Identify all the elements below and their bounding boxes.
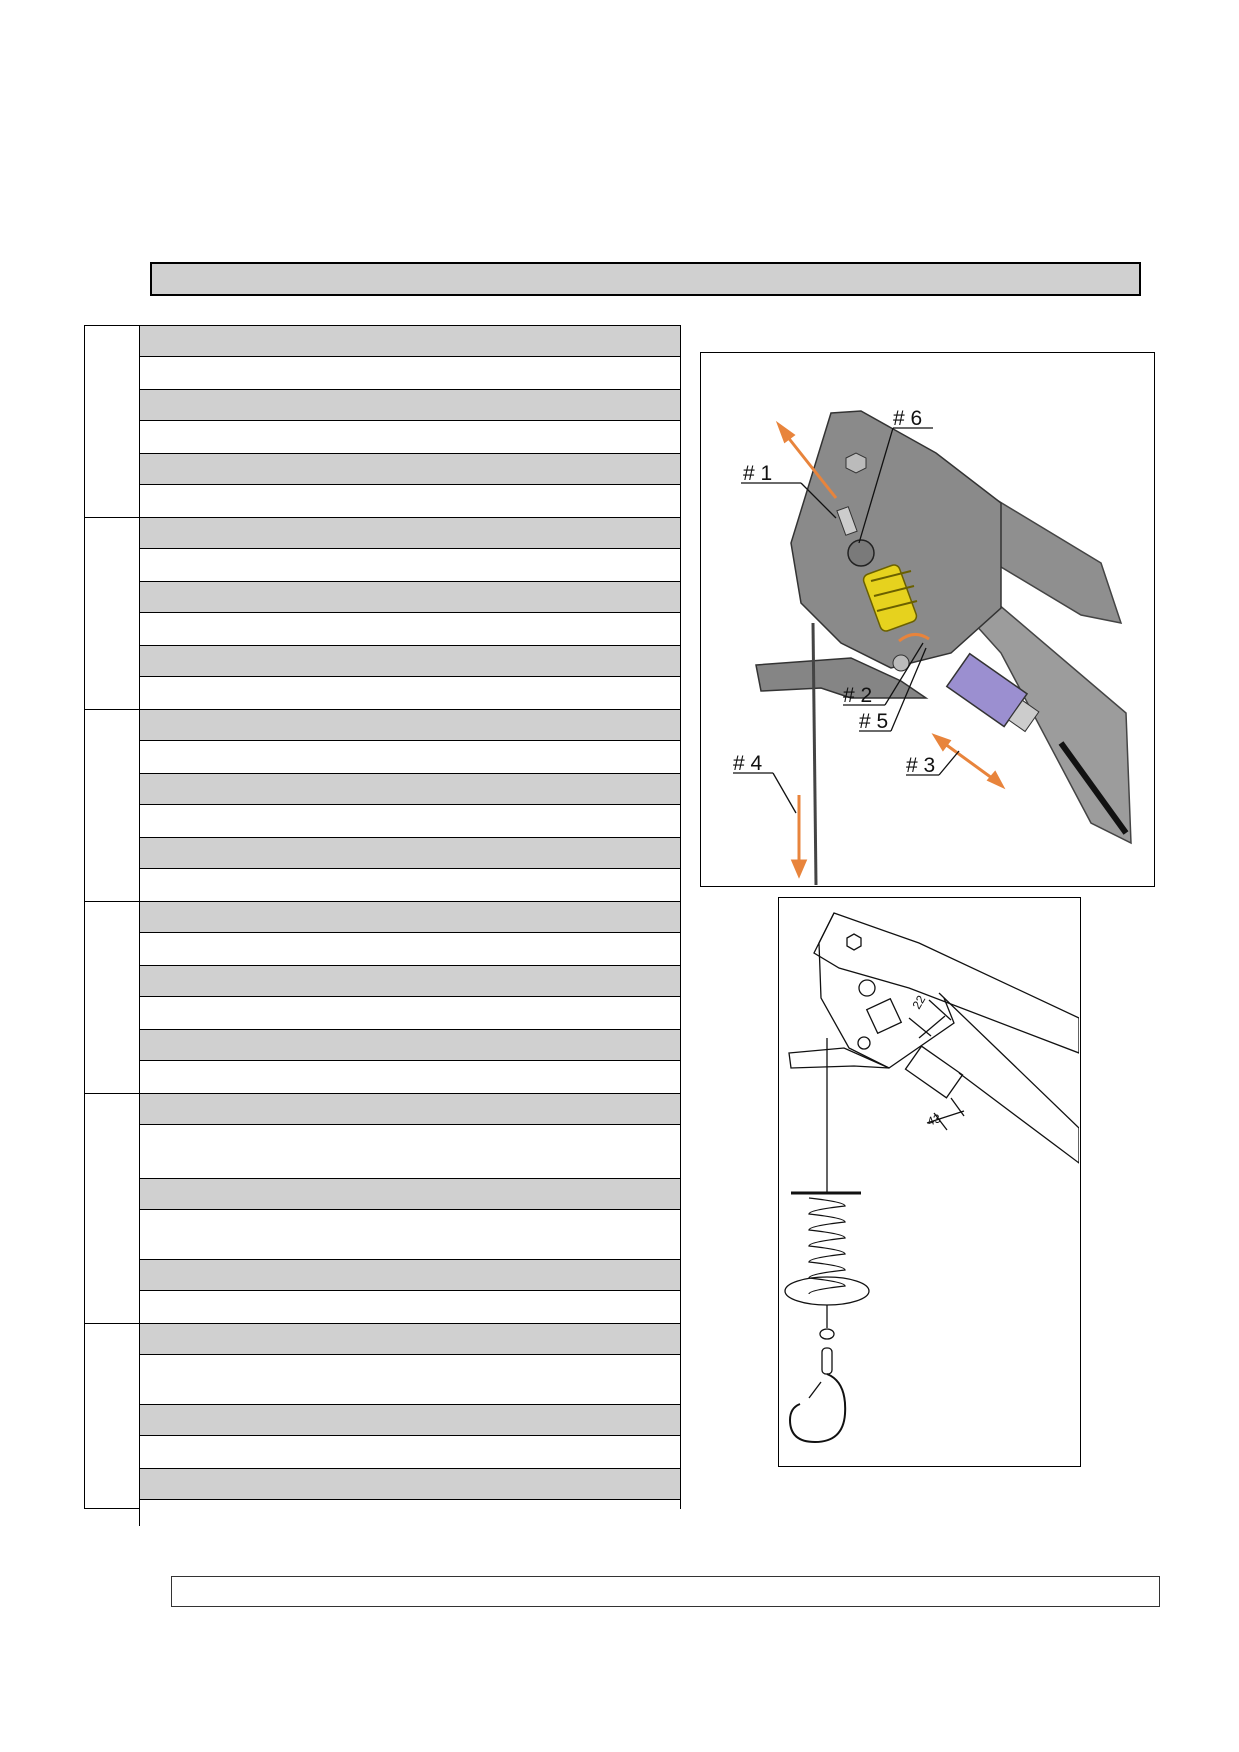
hook-shank xyxy=(821,1347,833,1375)
outline-upper-arm xyxy=(813,912,1079,1054)
table-row xyxy=(140,1125,680,1179)
outline-spring xyxy=(865,997,903,1035)
dimension-22: 22 xyxy=(909,993,928,1012)
table-row xyxy=(140,421,680,454)
callout-4: # 4 xyxy=(733,752,763,775)
step-group-cell xyxy=(85,710,140,902)
table-row xyxy=(140,1436,680,1469)
step-group-cell xyxy=(85,326,140,518)
figure2-svg: 22 43 xyxy=(784,912,1079,1444)
callout-6: # 6 xyxy=(893,407,922,430)
motion-arrows xyxy=(775,420,1006,879)
figure1-svg: # 1 # 2 # 3 # 4 # 5 # 6 xyxy=(733,407,1132,885)
table-header-row xyxy=(140,646,680,677)
dim-line-22 xyxy=(918,1015,946,1039)
outline-spring-cap xyxy=(858,979,876,997)
table-header-row xyxy=(140,518,680,549)
table-header-row xyxy=(140,582,680,613)
table-header-row xyxy=(140,710,680,741)
footer-note-box xyxy=(171,1576,1160,1607)
step-group-cell xyxy=(85,902,140,1094)
dim-line-43 xyxy=(926,1110,965,1124)
outline-nut-top xyxy=(846,933,862,951)
table-header-row xyxy=(140,454,680,485)
limit-switch xyxy=(945,652,1040,733)
nut-top xyxy=(845,452,867,474)
table-row xyxy=(140,741,680,774)
figure-hoist-line-drawing: 22 43 xyxy=(778,897,1081,1467)
handle-lever xyxy=(755,657,929,699)
table-header-row xyxy=(140,774,680,805)
table-header-row xyxy=(140,1179,680,1210)
step-group-cell xyxy=(85,518,140,710)
table-row xyxy=(140,1061,680,1094)
rotation-mark xyxy=(898,633,930,643)
callout-1: # 1 xyxy=(743,462,772,485)
table-row xyxy=(140,485,680,518)
table-header-row xyxy=(140,1405,680,1436)
table-row xyxy=(140,1291,680,1324)
table-row xyxy=(140,1500,680,1526)
tension-spring xyxy=(862,564,918,632)
side-plate xyxy=(790,410,1002,669)
table-header-row xyxy=(140,1324,680,1355)
outline-limit-switch xyxy=(904,1045,964,1099)
hook-latch xyxy=(808,1381,822,1399)
hoist-rope xyxy=(811,622,818,885)
table-row xyxy=(140,1355,680,1405)
table-header-row xyxy=(140,1030,680,1061)
buffer-spring xyxy=(808,1197,846,1295)
rope-link xyxy=(819,1328,835,1340)
hook xyxy=(788,1373,847,1444)
table-row xyxy=(140,549,680,582)
section-title-bar xyxy=(150,262,1141,296)
leader-lines xyxy=(733,427,960,814)
table-header-row xyxy=(140,966,680,997)
table-row xyxy=(140,805,680,838)
callout-5: # 5 xyxy=(859,710,888,733)
table-header-row xyxy=(140,1260,680,1291)
outline-handle xyxy=(788,1047,890,1069)
callout-3: # 3 xyxy=(906,754,935,777)
dimension-43: 43 xyxy=(925,1111,943,1129)
table-header-row xyxy=(140,838,680,869)
table-row xyxy=(140,613,680,646)
callout-2: # 2 xyxy=(843,684,872,707)
table-header-row xyxy=(140,326,680,357)
figure-limit-switch-detail: # 1 # 2 # 3 # 4 # 5 # 6 xyxy=(700,352,1155,887)
outline-lower-arm xyxy=(938,992,1079,1164)
electric-cable xyxy=(1058,741,1129,835)
table-row xyxy=(140,357,680,390)
step-group-cell xyxy=(85,1094,140,1324)
outline-side-plate xyxy=(818,912,955,1069)
table-header-row xyxy=(140,390,680,421)
pin-six xyxy=(836,506,858,536)
outline-nut-bottom xyxy=(857,1036,871,1050)
table-header-row xyxy=(140,902,680,933)
table-row xyxy=(140,1210,680,1260)
spring-cap xyxy=(847,539,875,567)
table-row xyxy=(140,677,680,710)
table-row xyxy=(140,933,680,966)
table-header-row xyxy=(140,1094,680,1125)
nut-bottom xyxy=(892,654,910,672)
table-row xyxy=(140,997,680,1030)
procedure-table xyxy=(84,325,681,1526)
step-group-cell xyxy=(85,1324,140,1526)
stop-ball xyxy=(784,1276,870,1306)
table-header-row xyxy=(140,1469,680,1500)
table-row xyxy=(140,869,680,902)
